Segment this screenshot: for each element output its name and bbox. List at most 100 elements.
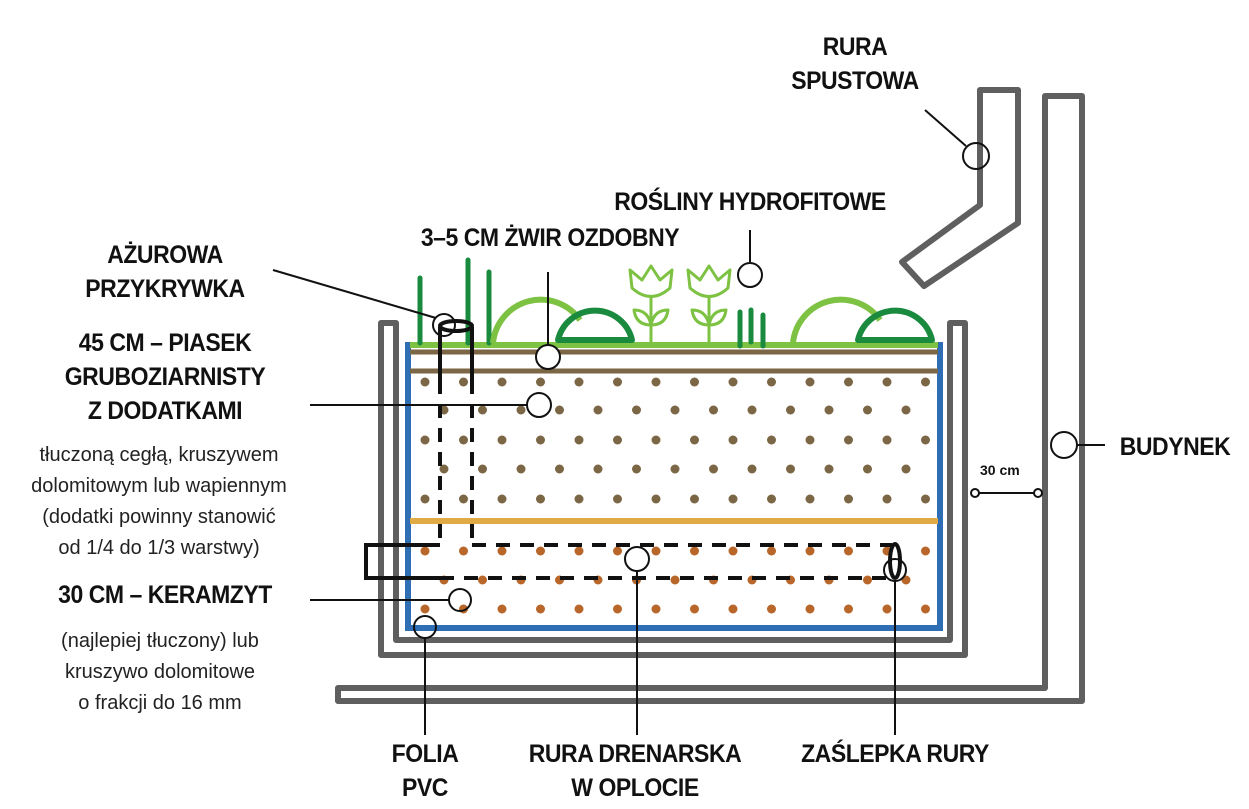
tulip-right [686, 264, 732, 342]
aggregate-dot [824, 464, 834, 474]
aggregate-dot [728, 435, 738, 445]
aggregate-dot [459, 435, 468, 445]
label-sand-line2: GRUBOZIARNISTY [64, 363, 266, 391]
aggregate-dot [613, 377, 622, 387]
aggregate-dot [844, 546, 853, 556]
aggregate-dot [921, 435, 930, 445]
aggregate-dot [747, 464, 757, 474]
sand-layer-dots [420, 377, 930, 504]
aggregate-dot [632, 405, 641, 415]
shrub-light-right [790, 296, 883, 344]
label-drain: RURA DRENARSKA W OPLOCIE [502, 737, 769, 805]
aggregate-dot [497, 604, 507, 614]
aggregate-dot [670, 575, 680, 585]
aggregate-dot [574, 435, 584, 445]
aggregate-dot [767, 546, 776, 556]
outer-frame [378, 320, 968, 658]
label-distance: 30 cm [980, 462, 1020, 478]
aggregate-dot [459, 494, 468, 504]
shrub-light-left [490, 296, 583, 344]
clay-desc-line1: (najlepiej tłuczony) lub [61, 630, 259, 652]
aggregate-dot [921, 604, 930, 614]
aggregate-dot [555, 405, 564, 415]
overflow-pipe [438, 319, 474, 545]
label-cap: ZAŚLEPKA RURY [801, 740, 989, 768]
aggregate-dot [824, 405, 834, 415]
drain-pipe [364, 543, 892, 580]
aggregate-dot [536, 377, 545, 387]
aggregate-dot [574, 377, 584, 387]
aggregate-dot [882, 604, 892, 614]
aggregate-dot [593, 464, 603, 474]
aggregate-dot [690, 604, 699, 614]
aggregate-dot [844, 435, 853, 445]
aggregate-dot [882, 377, 892, 387]
aggregate-dot [805, 546, 815, 556]
aggregate-dot [805, 494, 815, 504]
aggregate-dot [767, 435, 776, 445]
aggregate-dot [805, 377, 815, 387]
aggregate-dot [497, 546, 507, 556]
aggregate-dot [651, 546, 661, 556]
label-cover: AŻUROWA PRZYKRYWKA [59, 238, 271, 306]
label-gravel: 3–5 CM ŻWIR OZDOBNY [420, 224, 680, 252]
label-downpipe-line2: SPUSTOWA [791, 67, 919, 95]
aggregate-dot [459, 377, 468, 387]
aggregate-dot [901, 405, 911, 415]
aggregate-dot [844, 494, 853, 504]
downpipe [899, 87, 1021, 289]
aggregate-dot [632, 464, 641, 474]
aggregate-dot [805, 435, 815, 445]
aggregate-dot [844, 604, 853, 614]
aggregate-dot [420, 435, 430, 445]
sand-description: tłuczoną cegłą, kruszywem dolomitowym lu… [0, 440, 318, 564]
sand-desc-line4: od 1/4 do 1/3 warstwy) [58, 537, 260, 559]
label-liner-line1: FOLIA [391, 740, 459, 768]
aggregate-dot [690, 494, 699, 504]
aggregate-dot [728, 604, 738, 614]
plant-reeds [737, 307, 766, 349]
aggregate-dot [863, 575, 872, 585]
label-liner: FOLIA PVC [365, 737, 485, 805]
aggregate-dot [516, 464, 526, 474]
aggregate-dot [613, 546, 622, 556]
aggregate-dot [709, 464, 718, 474]
aggregate-dot [728, 377, 738, 387]
aggregate-dot [670, 464, 680, 474]
label-drain-line1: RURA DRENARSKA [528, 740, 742, 768]
aggregate-dot [651, 435, 661, 445]
aggregate-dot [536, 546, 545, 556]
aggregate-dot [478, 575, 487, 585]
aggregate-dot [863, 464, 872, 474]
clay-description: (najlepiej tłuczony) lub kruszywo dolomi… [10, 626, 310, 719]
sand-desc-line2: dolomitowym lub wapiennym [31, 475, 287, 497]
pipe-cap [888, 542, 902, 580]
label-sand-line1: 45 CM – PIASEK [78, 329, 252, 357]
label-building: BUDYNEK [1119, 433, 1231, 461]
aggregate-dot [478, 405, 487, 415]
aggregate-dot [690, 377, 699, 387]
aggregate-dot [555, 464, 564, 474]
label-clay: 30 CM – KERAMZYT [58, 581, 272, 609]
aggregate-dot [420, 604, 430, 614]
aggregate-dot [882, 494, 892, 504]
clay-desc-line3: o frakcji do 16 mm [78, 692, 242, 714]
aggregate-dot [921, 494, 930, 504]
aggregate-dot [536, 494, 545, 504]
label-downpipe: RURA SPUSTOWA [777, 30, 933, 98]
label-sand-line3: Z DODATKAMI [87, 397, 243, 425]
aggregate-dot [574, 494, 584, 504]
aggregate-dot [478, 464, 487, 474]
aggregate-dot [921, 546, 930, 556]
tulip-left [628, 264, 674, 342]
aggregate-dot [882, 435, 892, 445]
aggregate-dot [651, 604, 661, 614]
aggregate-dot [747, 405, 757, 415]
aggregate-dot [863, 405, 872, 415]
aggregate-dot [786, 405, 795, 415]
aggregate-dot [574, 604, 584, 614]
aggregate-dot [497, 435, 507, 445]
aggregate-dot [844, 377, 853, 387]
callouts [272, 109, 1105, 735]
